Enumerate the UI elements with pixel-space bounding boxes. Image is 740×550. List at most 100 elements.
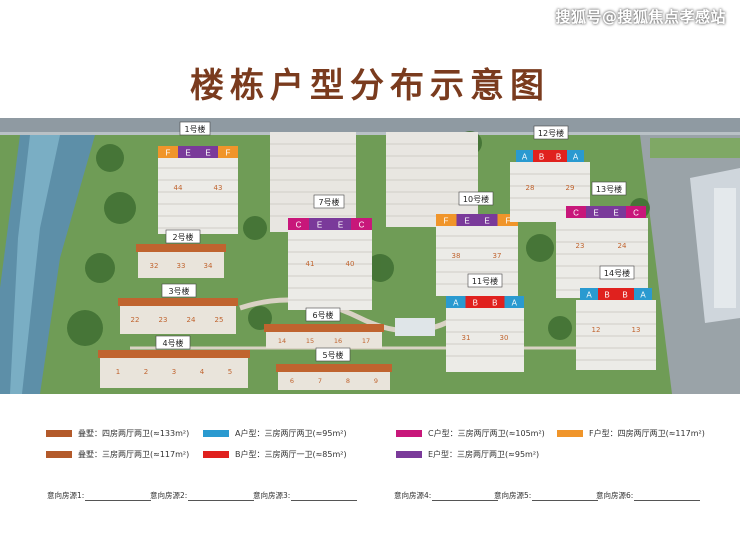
- unit-number: 38: [452, 252, 461, 260]
- unit-number: 40: [346, 260, 355, 268]
- unit-number: 22: [131, 316, 140, 324]
- legend-swatch: [396, 451, 422, 458]
- unit-number: 34: [204, 262, 213, 270]
- legend-swatch: [557, 430, 583, 437]
- unit-number: 37: [493, 252, 502, 260]
- unit-label: E: [317, 221, 322, 230]
- unit-number: 41: [306, 260, 315, 268]
- field-label: 意向房源5:: [494, 491, 532, 500]
- building-13[interactable]: C E E C 13号楼 23 24: [556, 181, 648, 298]
- page-title: 楼栋户型分布示意图: [190, 66, 550, 106]
- intended-unit-field-4[interactable]: 意向房源4:: [394, 490, 499, 501]
- watermark: 搜狐号@搜狐焦点孝感站: [555, 8, 726, 26]
- unit-number: 23: [576, 242, 585, 250]
- building-label: 5号楼: [322, 350, 343, 360]
- field-label: 意向房源3:: [253, 491, 291, 500]
- building-label: 6号楼: [312, 310, 333, 320]
- unit-number: 8: [346, 377, 350, 385]
- legend-text: A户型：三房两厅两卫(≈95m²): [235, 429, 347, 438]
- field-label: 意向房源6:: [596, 491, 634, 500]
- intended-unit-field-6[interactable]: 意向房源6:: [596, 490, 701, 501]
- building-label: 12号楼: [538, 128, 564, 138]
- unit-label: C: [633, 209, 639, 218]
- unit-label: B: [556, 153, 561, 162]
- unit-label: F: [226, 149, 231, 158]
- unit-number: 16: [334, 337, 342, 345]
- unit-number: 29: [566, 184, 575, 192]
- field-label: 意向房源1:: [47, 491, 85, 500]
- unit-number: 5: [228, 368, 232, 376]
- unit-label: E: [338, 221, 343, 230]
- intended-unit-field-3[interactable]: 意向房源3:: [253, 490, 358, 501]
- unit-label: F: [444, 217, 449, 226]
- field-blank[interactable]: [85, 500, 152, 501]
- field-blank[interactable]: [291, 500, 358, 501]
- legend-swatch: [46, 430, 72, 437]
- unit-number: 17: [362, 337, 370, 345]
- field-blank[interactable]: [634, 500, 701, 501]
- legend-item-type-f: F户型：四房两厅两卫(≈117m²): [557, 428, 705, 439]
- site-plan-image: F E E F 1号楼 44 43 C E E C 7号楼 4: [0, 118, 740, 394]
- building-7[interactable]: C E E C 7号楼 41 40: [288, 194, 372, 310]
- unit-number: 33: [177, 262, 186, 270]
- field-blank[interactable]: [432, 500, 499, 501]
- legend-text: E户型：三房两厅两卫(≈95m²): [428, 450, 540, 459]
- building-1[interactable]: F E E F 1号楼 44 43: [158, 121, 238, 234]
- legend-item-type-c: C户型：三房两厅两卫(≈105m²): [396, 428, 545, 439]
- unit-number: 25: [215, 316, 224, 324]
- building-5[interactable]: 5号楼 6 7 8 9: [276, 347, 392, 390]
- building-label: 4号楼: [162, 338, 183, 348]
- legend-item-type-e: E户型：三房两厅两卫(≈95m²): [396, 449, 539, 460]
- unit-label: E: [464, 217, 469, 226]
- unit-label: A: [640, 291, 646, 300]
- unit-label: C: [296, 221, 302, 230]
- building-label: 13号楼: [596, 184, 622, 194]
- building-4[interactable]: 4号楼 1 2 3 4 5: [98, 335, 250, 388]
- intended-unit-field-5[interactable]: 意向房源5:: [494, 490, 599, 501]
- field-blank[interactable]: [188, 500, 255, 501]
- legend-item-type-b: B户型：三房两厅一卫(≈85m²): [203, 449, 347, 460]
- intended-unit-field-2[interactable]: 意向房源2:: [150, 490, 255, 501]
- building-label: 14号楼: [604, 268, 630, 278]
- intended-unit-field-1[interactable]: 意向房源1:: [47, 490, 152, 501]
- building-3[interactable]: 3号楼 22 23 24 25: [118, 283, 238, 334]
- building-6[interactable]: 6号楼 14 15 16 17: [264, 307, 384, 348]
- unit-label: E: [185, 149, 190, 158]
- unit-number: 4: [200, 368, 205, 376]
- unit-number: 1: [116, 368, 120, 376]
- legend-item-type-a: A户型：三房两厅两卫(≈95m²): [203, 428, 347, 439]
- building-label: 2号楼: [172, 232, 193, 242]
- unit-label: A: [573, 153, 579, 162]
- legend-item-villa-3br: 叠墅：三房两厅两卫(≈117m²): [46, 449, 189, 460]
- unit-label: A: [586, 291, 592, 300]
- legend-swatch: [203, 451, 229, 458]
- building-14[interactable]: A B B A 14号楼 12 13: [576, 265, 656, 370]
- building-2[interactable]: 2号楼 32 33 34: [136, 229, 226, 278]
- unit-label: E: [205, 149, 210, 158]
- unit-label: B: [539, 153, 544, 162]
- unit-number: 24: [187, 316, 196, 324]
- legend-item-villa-4br: 叠墅：四房两厅两卫(≈133m²): [46, 428, 189, 439]
- unit-label: A: [512, 299, 518, 308]
- tower-unlabeled-left: [270, 132, 356, 232]
- unit-label: E: [593, 209, 598, 218]
- field-label: 意向房源2:: [150, 491, 188, 500]
- field-blank[interactable]: [532, 500, 599, 501]
- unit-label: B: [492, 299, 497, 308]
- building-label: 7号楼: [318, 197, 339, 207]
- unit-number: 14: [278, 337, 286, 345]
- legend-text: B户型：三房两厅一卫(≈85m²): [235, 450, 347, 459]
- unit-label: B: [473, 299, 478, 308]
- unit-number: 30: [500, 334, 509, 342]
- legend-text: 叠墅：三房两厅两卫(≈117m²): [78, 450, 190, 459]
- legend-swatch: [396, 430, 422, 437]
- unit-number: 32: [150, 262, 159, 270]
- building-label: 3号楼: [168, 286, 189, 296]
- unit-label: F: [506, 217, 511, 226]
- site-plan-map: F E E F 1号楼 44 43 C E E C 7号楼 4: [0, 118, 740, 394]
- building-11[interactable]: A B B A 11号楼 31 30: [446, 273, 524, 372]
- unit-label: B: [622, 291, 627, 300]
- building-label: 10号楼: [463, 194, 489, 204]
- unit-number: 3: [172, 368, 176, 376]
- unit-number: 24: [618, 242, 627, 250]
